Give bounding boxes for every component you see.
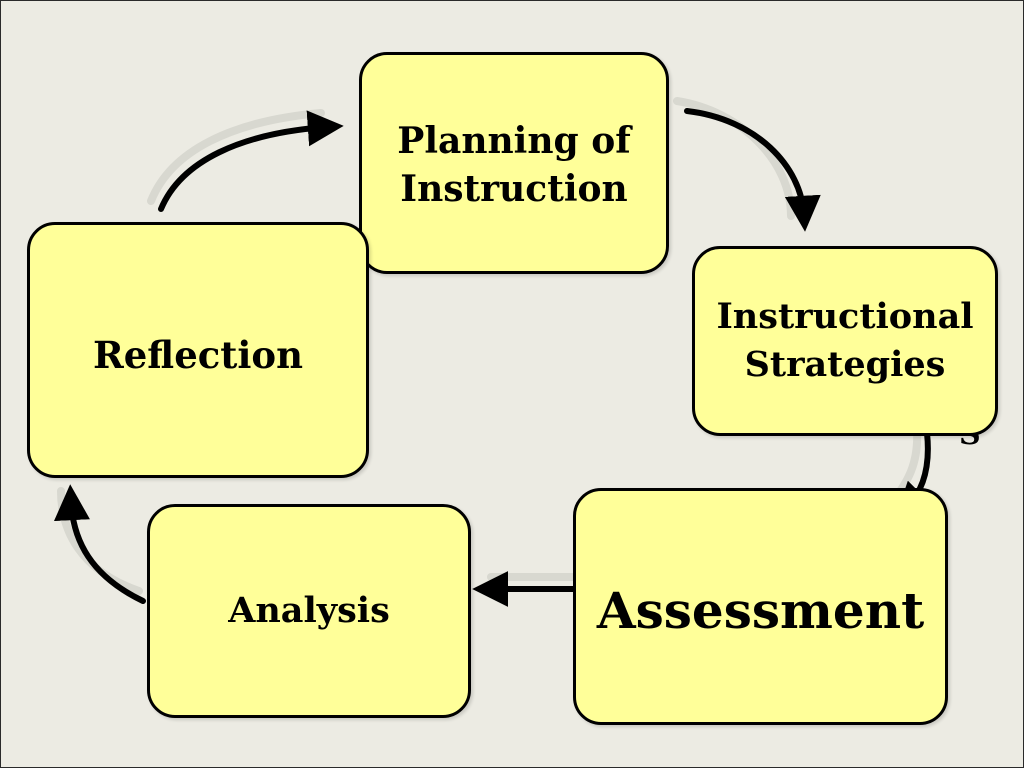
- node-analysis: Analysis: [147, 504, 471, 718]
- arrow-planning-to-strategies: [684, 108, 821, 232]
- arrow-reflection-to-planning: [158, 110, 344, 212]
- node-reflection: Reflection: [27, 222, 369, 478]
- node-label-line: Strategies: [744, 344, 946, 385]
- node-label: Assessment: [596, 581, 925, 640]
- node-label: Analysis: [228, 590, 390, 631]
- arrow-analysis-to-reflection: [53, 484, 146, 604]
- node-label: Reflection: [93, 333, 303, 377]
- node-label-line: Planning of: [397, 120, 631, 162]
- node-planning-of-instruction: Planning of Instruction: [359, 52, 669, 274]
- node-assessment: Assessment: [573, 488, 948, 725]
- node-instructional-strategies: Instructional Strategies: [692, 246, 998, 436]
- node-label-line: Instruction: [400, 168, 628, 210]
- node-label-line: Instructional: [716, 296, 974, 337]
